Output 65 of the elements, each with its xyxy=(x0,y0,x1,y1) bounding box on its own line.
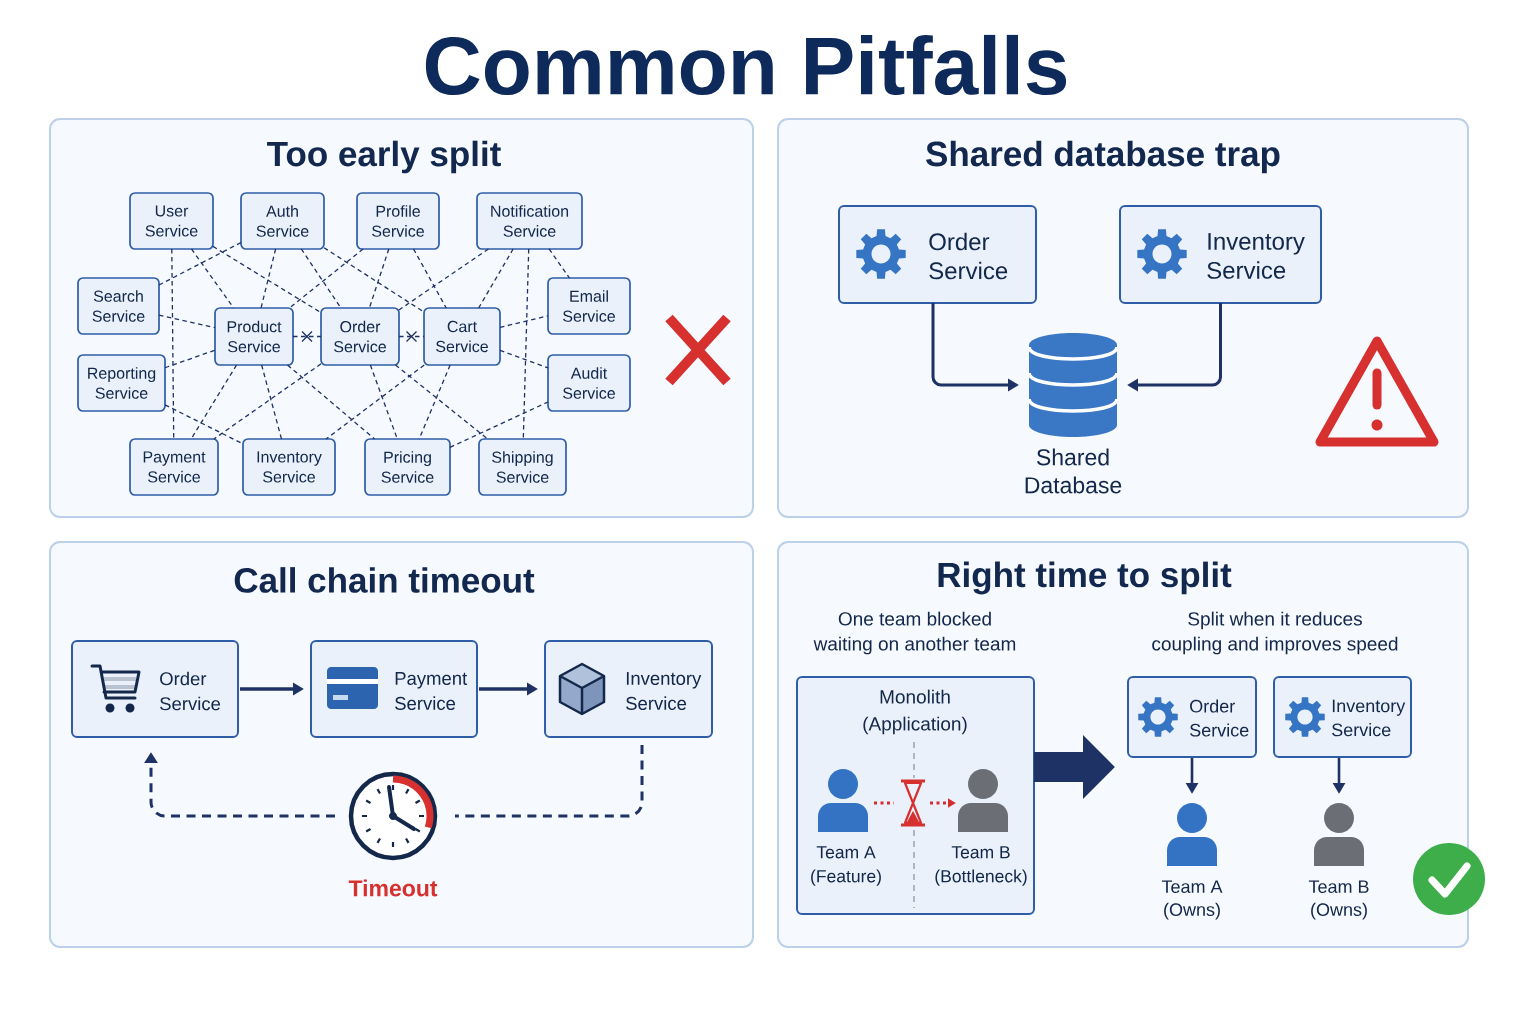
service-box: Reporting Service xyxy=(77,354,166,412)
service-box: Email Service xyxy=(547,277,631,335)
dashed-line xyxy=(260,248,277,309)
service-box: Search Service xyxy=(77,277,160,335)
service-box: Inventory Service xyxy=(242,438,336,496)
dashed-line xyxy=(158,314,216,329)
icon-caption: Timeout xyxy=(348,879,438,897)
dashed-line xyxy=(323,247,425,313)
service-box: Pricing Service xyxy=(364,438,451,496)
dashed-line xyxy=(325,364,425,440)
icon-caption: Team A (Feature) xyxy=(811,846,881,886)
hourglass-icon xyxy=(899,779,927,827)
dashed-line xyxy=(369,364,398,440)
service-box: Shipping Service xyxy=(478,438,567,496)
dashed-line xyxy=(522,248,530,440)
dashed-line xyxy=(499,349,549,369)
dashed-line xyxy=(158,241,242,286)
dashed-line xyxy=(300,248,342,309)
dashed-line xyxy=(190,364,238,440)
service-box: Order Service xyxy=(320,307,400,366)
service-box: Auth Service xyxy=(240,192,325,250)
service-box: Profile Service xyxy=(356,192,440,250)
dashed-line xyxy=(449,401,549,448)
panel-title: Shared database trap xyxy=(926,140,1280,174)
service-box: Notification Service xyxy=(476,192,583,250)
icon-caption: Team B (Bottleneck) xyxy=(935,846,1027,886)
dashed-line xyxy=(286,364,376,440)
dashed-line xyxy=(261,364,283,440)
caption: Split when it reduces coupling and improves speed xyxy=(1152,611,1398,655)
dashed-line xyxy=(190,248,235,309)
panel-title: Call chain timeout xyxy=(234,567,535,593)
dashed-line xyxy=(412,248,447,309)
dashed-line xyxy=(292,335,322,338)
dashed-line xyxy=(171,248,175,440)
service-box: Order Service xyxy=(71,640,239,738)
service-box: Order Service xyxy=(1127,676,1257,758)
dashed-line xyxy=(164,404,244,445)
service-box: Order Service xyxy=(838,205,1037,304)
dashed-line xyxy=(398,335,425,338)
dashed-line xyxy=(398,248,490,311)
dashed-line xyxy=(478,248,514,309)
icon-caption: Team B (Owns) xyxy=(1308,880,1369,920)
dashed-line xyxy=(455,745,644,818)
box-title: Monolith (Application) xyxy=(863,689,967,735)
service-box: Inventory Service xyxy=(1273,676,1412,758)
caption: One team blocked waiting on another team xyxy=(813,611,1016,655)
service-box: Payment Service xyxy=(129,438,219,496)
dashed-line xyxy=(212,245,322,314)
dashed-line xyxy=(499,315,549,328)
service-box: Inventory Service xyxy=(1119,205,1322,304)
icon-caption: Shared Database xyxy=(1025,448,1122,494)
dashed-line xyxy=(213,363,322,440)
dashed-line xyxy=(368,248,390,309)
icon-caption: Team A (Owns) xyxy=(1161,880,1223,920)
panel-title: Too early split xyxy=(267,140,501,174)
service-box: Product Service xyxy=(214,307,294,366)
dashed-line xyxy=(548,248,571,279)
dashed-line xyxy=(394,364,489,440)
title: Common Pitfalls xyxy=(425,34,1067,96)
service-box: User Service xyxy=(129,192,214,250)
dashed-line xyxy=(164,349,216,369)
panel-title: Right time to split xyxy=(938,561,1232,595)
dashed-line xyxy=(288,248,364,309)
service-box: Cart Service xyxy=(423,307,501,366)
service-box: Audit Service xyxy=(547,354,631,412)
